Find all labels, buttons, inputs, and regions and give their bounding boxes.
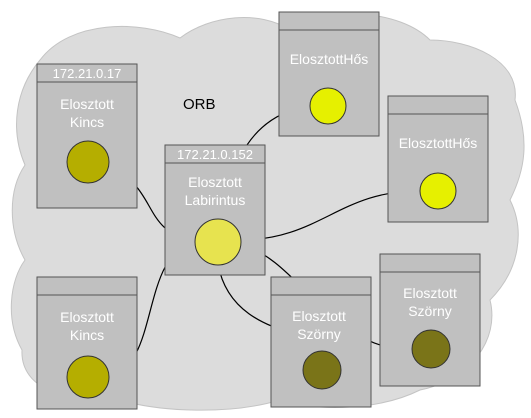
node-label-line1: ElosztottHős	[290, 51, 369, 67]
node-label-line1: Elosztott	[188, 174, 242, 190]
node-szorny-center: Elosztott Szörny	[270, 276, 372, 408]
node-labirintus: 172.21.0.152 Elosztott Labirintus	[164, 144, 266, 276]
labirintus-ball-icon	[194, 218, 242, 266]
hos-ball-icon	[419, 172, 457, 210]
szorny-ball-icon	[411, 329, 451, 369]
node-label-line2: Kincs	[70, 114, 104, 130]
kincs-ball-icon	[66, 355, 110, 399]
node-label-line1: Elosztott	[403, 285, 457, 301]
szorny-ball-icon	[302, 350, 342, 390]
node-szorny-right: Elosztott Szörny	[379, 253, 481, 387]
node-label-line1: Elosztott	[292, 308, 346, 324]
orb-label: ORB	[183, 96, 216, 113]
node-label-line2: Kincs	[70, 327, 104, 343]
node-kincs-bottom: Elosztott Kincs	[36, 276, 138, 410]
node-label-line2: Labirintus	[185, 192, 246, 208]
node-hos-top: ElosztottHős	[278, 11, 380, 137]
node-ip: 172.21.0.17	[53, 66, 122, 81]
node-label-line1: Elosztott	[60, 96, 114, 112]
node-kincs-top: 172.21.0.17 Elosztott Kincs	[36, 63, 138, 209]
node-label-line1: ElosztottHős	[399, 135, 478, 151]
node-label-line2: Szörny	[408, 303, 452, 319]
node-label-line1: Elosztott	[60, 309, 114, 325]
node-hos-right: ElosztottHős	[387, 95, 489, 223]
node-label-line2: Szörny	[297, 326, 341, 342]
hos-ball-icon	[309, 87, 347, 125]
kincs-ball-icon	[66, 140, 110, 184]
node-ip: 172.21.0.152	[177, 147, 253, 162]
